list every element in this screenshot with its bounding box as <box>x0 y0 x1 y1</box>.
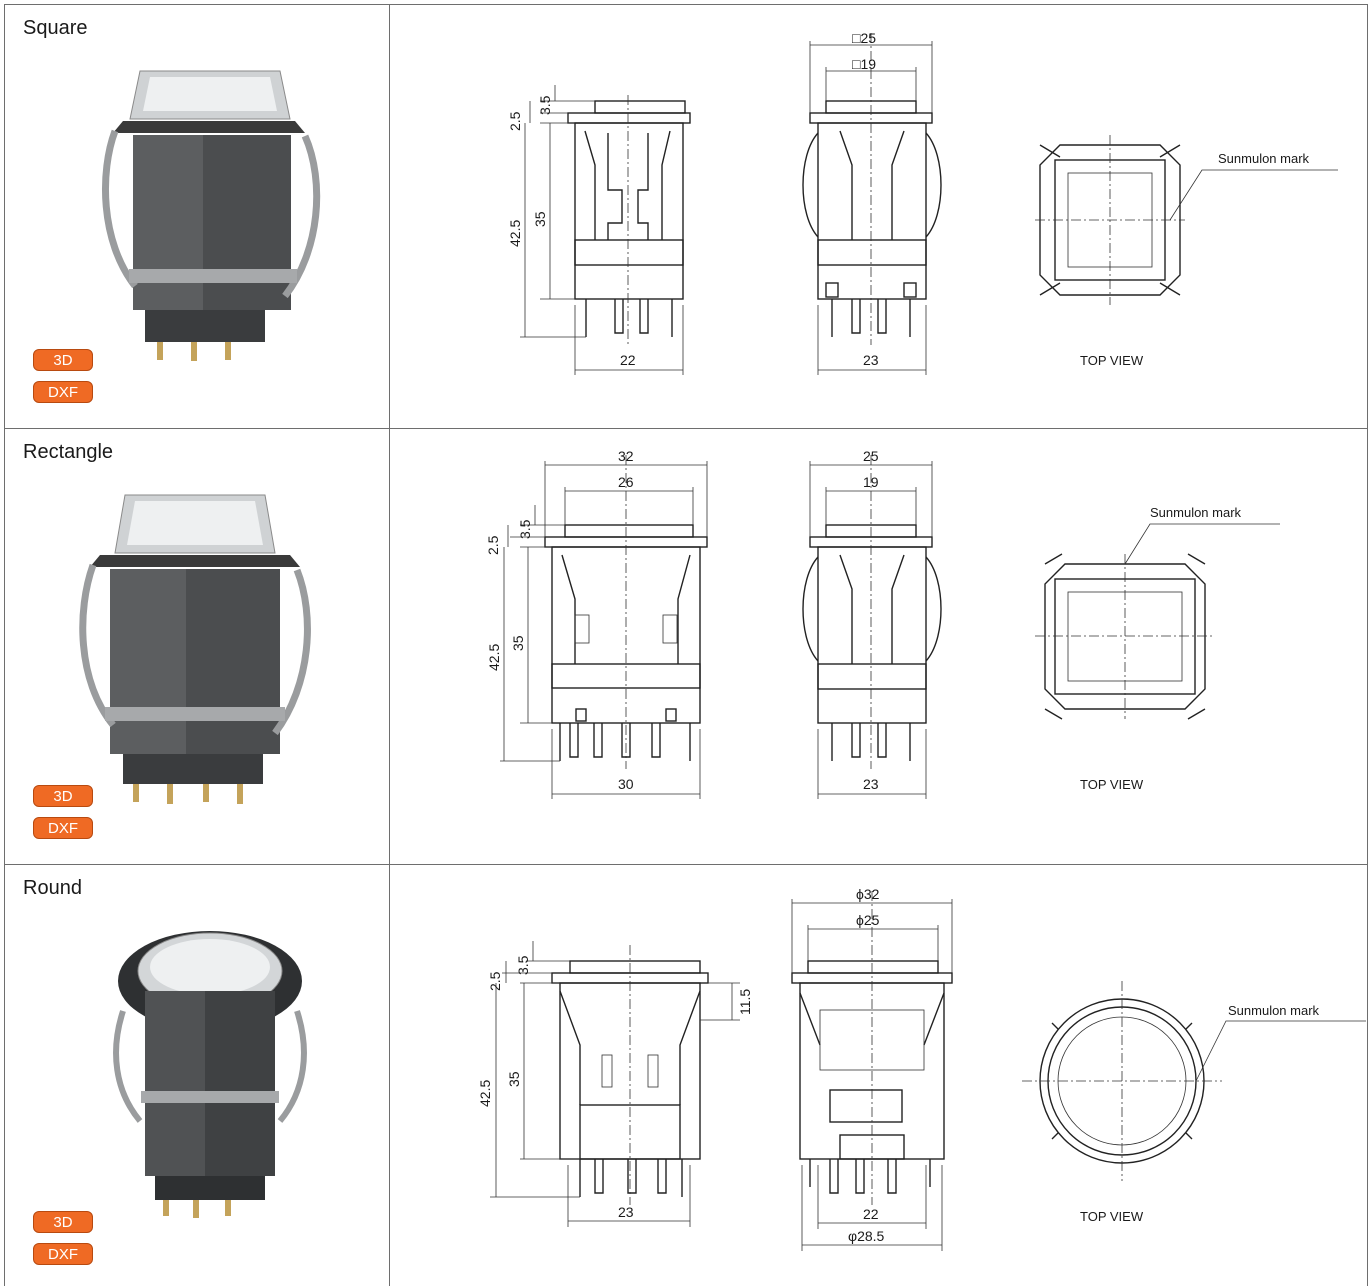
dxf-button[interactable]: DXF <box>33 381 93 403</box>
dim-19: 19 <box>863 474 879 490</box>
dim-11-5: 11.5 <box>737 989 753 1015</box>
3d-button[interactable]: 3D <box>33 785 93 807</box>
dim-3-5: 3.5 <box>537 95 553 115</box>
dimension-drawing-rectangle: 32 26 3.5 2.5 35 42.5 30 <box>485 448 1280 799</box>
product-photo-square <box>102 70 321 361</box>
dim-35: 35 <box>506 1071 522 1087</box>
dim-42-5: 42.5 <box>477 1080 493 1107</box>
side-view: ϕ32 ϕ25 22 φ28.5 <box>791 886 953 1251</box>
dim-3-5: 3.5 <box>515 955 531 975</box>
dim-22: 22 <box>863 1206 879 1222</box>
drawing-cell-rectangle: 32 26 3.5 2.5 35 42.5 30 <box>390 429 1368 864</box>
product-cell-rectangle: Rectangle 3D DXF <box>4 429 390 864</box>
dxf-button[interactable]: DXF <box>33 817 93 839</box>
front-view: 3.5 2.5 35 42.5 22 <box>507 85 691 375</box>
row-title: Square <box>23 17 88 39</box>
top-view-caption: TOP VIEW <box>1080 1209 1144 1224</box>
top-view: Sunmulon mark TOP VIEW <box>1035 135 1338 368</box>
product-photo-rectangle <box>79 494 311 804</box>
row-square: Square 3D DXF <box>4 4 1368 428</box>
dim-phi-25: ϕ25 <box>856 912 880 928</box>
dim-35: 35 <box>532 211 548 227</box>
product-photo-round <box>113 931 307 1218</box>
dim-width-23: 23 <box>618 1204 634 1220</box>
dim-42-5: 42.5 <box>486 644 502 671</box>
dim-width-23: 23 <box>863 352 879 368</box>
top-view-caption: TOP VIEW <box>1080 353 1144 368</box>
dim-2-5: 2.5 <box>507 111 523 131</box>
row-round: Round 3D DXF <box>4 864 1368 1286</box>
front-view: 32 26 3.5 2.5 35 42.5 30 <box>485 448 708 799</box>
row-title: Rectangle <box>23 441 114 463</box>
dim-25: 25 <box>863 448 879 464</box>
dim-width-30: 30 <box>618 776 634 792</box>
dim-3-5: 3.5 <box>517 519 533 539</box>
front-view: 3.5 2.5 35 42.5 11.5 23 <box>477 941 753 1227</box>
dimension-drawing-round: 3.5 2.5 35 42.5 11.5 23 <box>477 886 1366 1251</box>
dim-phi-32: ϕ32 <box>856 886 880 902</box>
dxf-button[interactable]: DXF <box>33 1243 93 1265</box>
3d-button[interactable]: 3D <box>33 349 93 371</box>
dim-sq-25: □25 <box>852 30 876 46</box>
dim-width-22: 22 <box>620 352 636 368</box>
3d-button[interactable]: 3D <box>33 1211 93 1233</box>
side-view: □25 □19 23 <box>802 30 942 375</box>
row-rectangle: Rectangle 3D DXF <box>4 428 1368 864</box>
dim-32: 32 <box>618 448 634 464</box>
dim-2-5: 2.5 <box>487 971 503 991</box>
dim-sq-19: □19 <box>852 56 876 72</box>
dim-35: 35 <box>510 635 526 651</box>
side-view: 25 19 23 <box>802 448 942 799</box>
drawing-cell-square: 3.5 2.5 35 42.5 22 <box>390 5 1368 428</box>
sunmulon-mark-label: Sunmulon mark <box>1150 505 1242 520</box>
sunmulon-mark-label: Sunmulon mark <box>1218 151 1310 166</box>
dim-26: 26 <box>618 474 634 490</box>
dim-42-5: 42.5 <box>507 220 523 247</box>
sunmulon-mark-label: Sunmulon mark <box>1228 1003 1320 1018</box>
top-view: Sunmulon mark TOP VIEW <box>1022 981 1366 1224</box>
dimension-drawing-square: 3.5 2.5 35 42.5 22 <box>507 30 1338 375</box>
dim-phi-28-5: φ28.5 <box>848 1228 885 1244</box>
drawing-cell-round: 3.5 2.5 35 42.5 11.5 23 <box>390 865 1368 1286</box>
dim-2-5: 2.5 <box>485 535 501 555</box>
dim-width-23: 23 <box>863 776 879 792</box>
row-title: Round <box>23 877 82 899</box>
top-view: Sunmulon mark TOP VIEW <box>1035 505 1280 792</box>
product-cell-square: Square 3D DXF <box>4 5 390 428</box>
product-cell-round: Round 3D DXF <box>4 865 390 1286</box>
top-view-caption: TOP VIEW <box>1080 777 1144 792</box>
